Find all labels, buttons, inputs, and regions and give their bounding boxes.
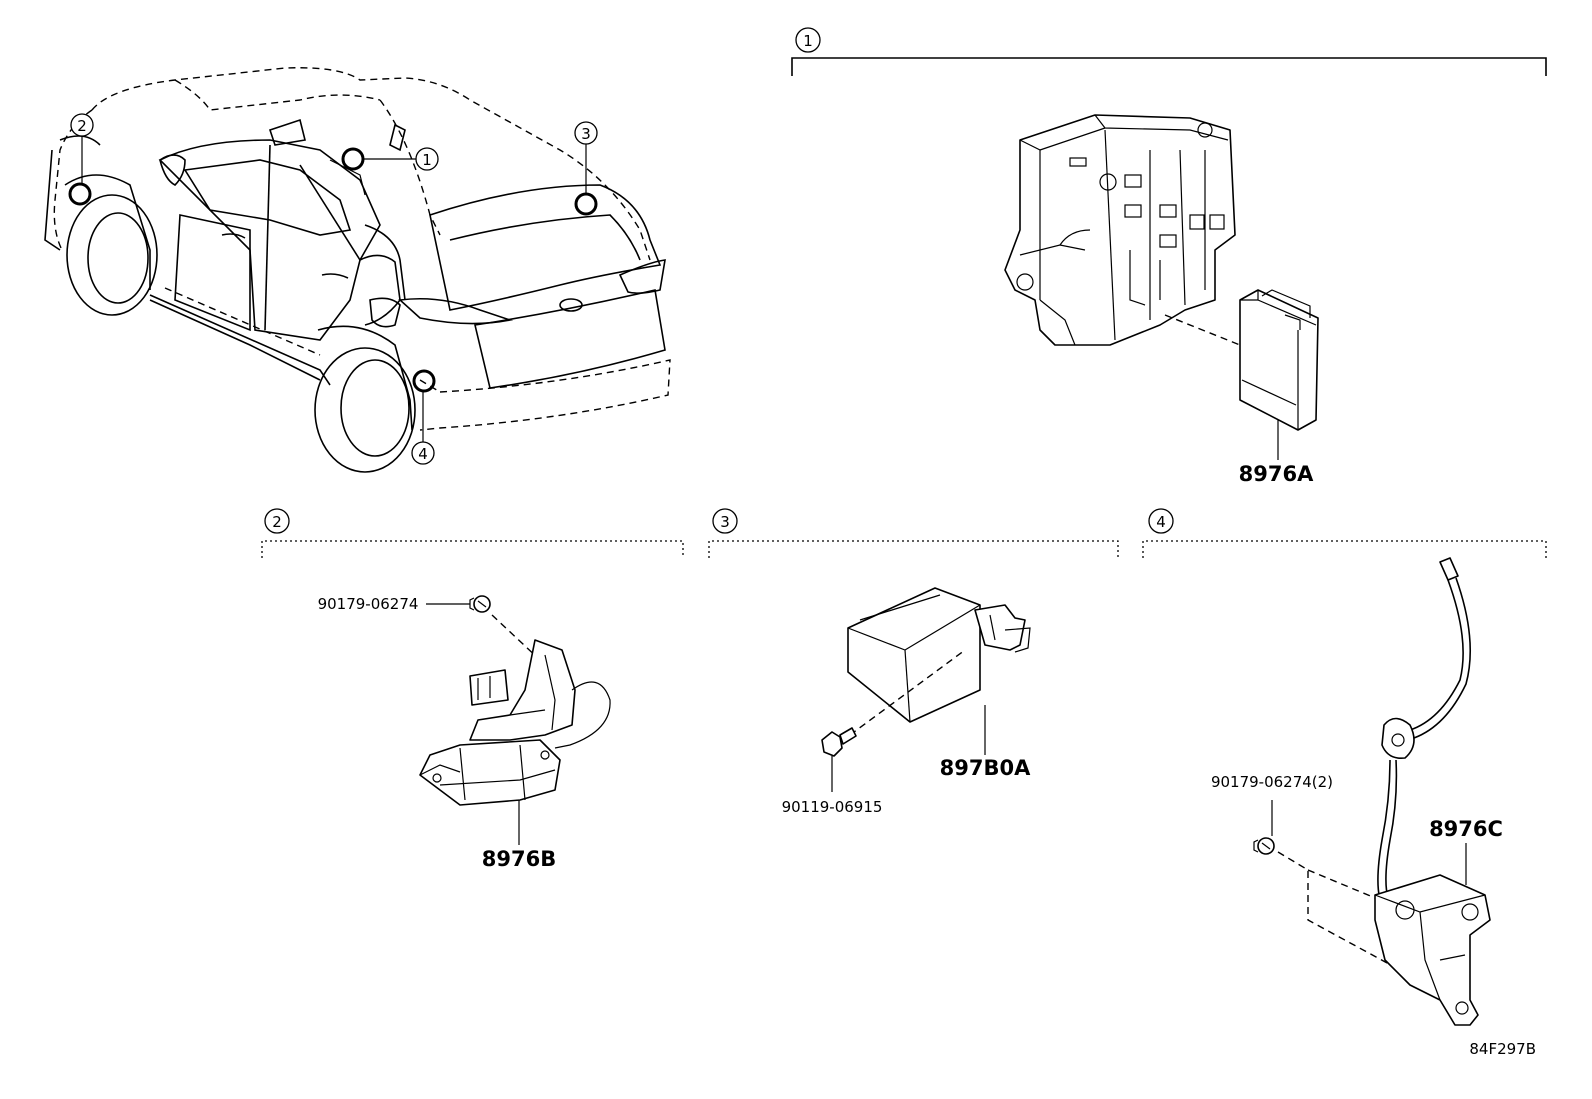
section-4-bracket — [1142, 540, 1547, 558]
location-marker-2 — [68, 182, 92, 206]
unit-897B0A — [847, 587, 1031, 723]
section-2-bracket — [261, 540, 684, 558]
section-4-label: 4 — [1156, 513, 1166, 531]
bolt-90179-06274-x2 — [1253, 837, 1275, 855]
section-3: 3 90119-06915 897B0A — [708, 508, 1119, 816]
section-3-circle — [712, 508, 738, 534]
sensor-8976B — [419, 639, 611, 806]
section-1-circle — [795, 27, 821, 53]
part-number-897B0A: 897B0A — [940, 756, 1031, 780]
part-number-90179-06274-x2: 90179-06274(2) — [1211, 773, 1333, 791]
screw-90119-06915 — [821, 727, 857, 757]
section-3-bracket — [708, 540, 1119, 558]
location-marker-3 — [574, 192, 598, 216]
location-marker-1 — [341, 147, 365, 171]
section-2: 2 90179-06274 8976B — [261, 508, 684, 871]
location-markers: 1 2 3 4 — [68, 113, 598, 465]
section-4: 4 90179-06274(2) — [1142, 508, 1547, 1026]
section-1-bracket — [791, 57, 1547, 76]
module-8976A — [1239, 289, 1319, 431]
part-number-90119-06915: 90119-06915 — [782, 798, 883, 816]
callout-label-2: 2 — [77, 117, 87, 135]
section-4-circle — [1148, 508, 1174, 534]
callout-circle-1 — [415, 147, 439, 171]
part-number-8976B: 8976B — [482, 847, 556, 871]
section-1-label: 1 — [803, 32, 813, 50]
location-marker-4 — [412, 369, 436, 393]
callout-label-4: 4 — [418, 445, 428, 463]
reference-code: 84F297B — [1469, 1040, 1536, 1058]
callout-label-3: 3 — [581, 125, 591, 143]
part-number-8976C: 8976C — [1429, 817, 1503, 841]
sensor-8976C — [1374, 874, 1491, 1026]
sensor-cable — [1377, 557, 1472, 911]
callout-circle-4 — [411, 441, 435, 465]
callout-label-1: 1 — [422, 151, 432, 169]
junction-block — [1004, 114, 1236, 346]
part-number-90179-06274: 90179-06274 — [318, 595, 419, 613]
bolt-90179-06274 — [469, 595, 491, 613]
section-2-circle — [264, 508, 290, 534]
section-3-label: 3 — [720, 513, 730, 531]
section-2-label: 2 — [272, 513, 282, 531]
part-number-8976A: 8976A — [1239, 462, 1314, 486]
section-1: 1 — [791, 27, 1547, 486]
vehicle-illustration — [44, 67, 671, 473]
